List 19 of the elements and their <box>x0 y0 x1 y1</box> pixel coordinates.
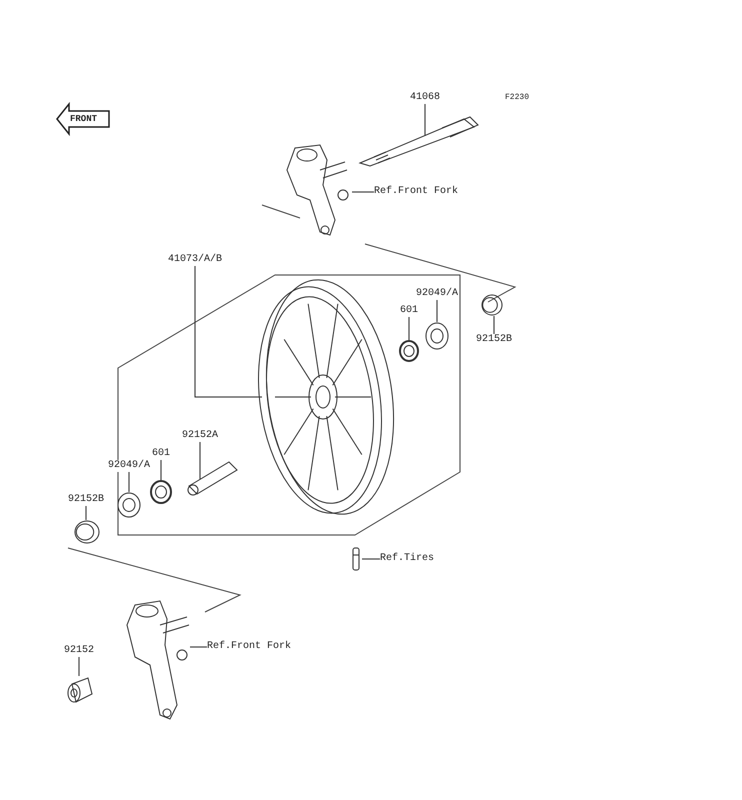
spacer-ring-drawing <box>150 480 172 504</box>
leader-line <box>436 300 438 322</box>
collar-drawing <box>66 676 94 704</box>
leader-line <box>362 558 380 560</box>
valve-drawing <box>350 547 362 571</box>
bearing-drawing <box>117 492 141 518</box>
leader-line <box>128 472 130 492</box>
leader-line <box>194 266 262 398</box>
spacer-ring-drawing <box>399 340 419 362</box>
leader-line <box>160 460 162 480</box>
leader-line <box>424 104 426 136</box>
collar-drawing <box>74 520 100 544</box>
leader-line <box>190 646 208 648</box>
collar-drawing <box>481 294 503 316</box>
bearing-drawing <box>425 322 449 350</box>
leader-line <box>78 656 80 676</box>
part-number: 92049/A <box>108 460 150 472</box>
leader-line <box>408 316 410 340</box>
sign-text: FRONT <box>70 113 98 125</box>
